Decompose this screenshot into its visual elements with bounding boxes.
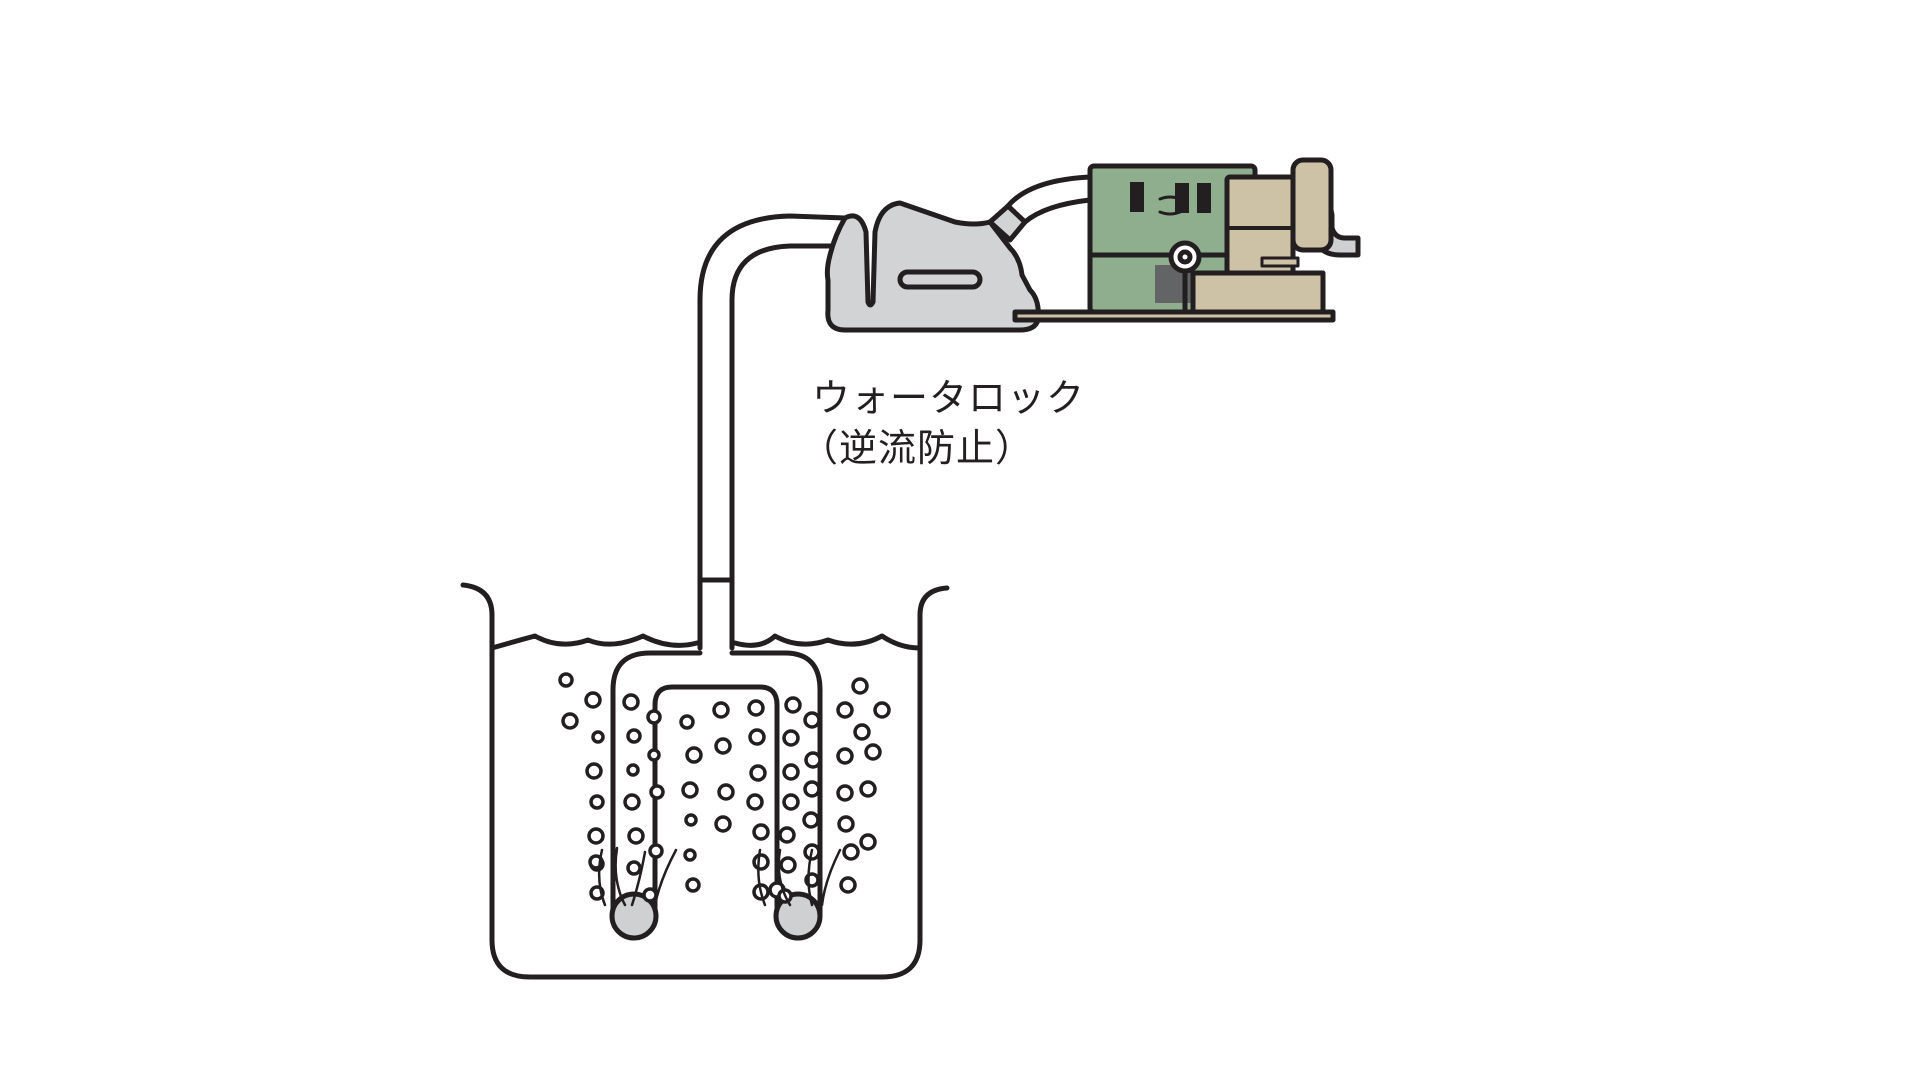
motor-base [1190,270,1326,315]
air-bubble [851,677,869,695]
bubble-stream [757,848,767,907]
air-bubble [587,827,605,845]
hose [1005,174,1093,225]
air-bubble [646,709,662,725]
air-bubble [778,826,796,844]
air-bubble [803,711,821,729]
air-bubble [853,723,871,741]
air-bubble [627,827,645,845]
air-bubble [626,728,642,744]
air-bubble [589,794,605,810]
air-bubble [584,691,602,709]
air-bubble [684,813,698,827]
air-bubble [591,730,605,744]
motor-end-cap [1290,157,1334,253]
air-bubble [623,793,641,811]
bubble-stream [807,848,814,907]
air-bubble [685,746,703,764]
air-bubble [752,823,770,841]
bubble-stream [653,848,678,907]
bubble-stream [820,848,842,907]
vent-icon [1130,182,1211,213]
bubble-stream [777,848,792,907]
air-bubble [859,833,877,851]
air-bubble [873,701,891,719]
water-surface [489,633,923,651]
air-bubble [714,815,732,833]
air-bubble [626,860,642,876]
air-bubble [626,763,640,777]
air-bubble [782,729,800,747]
air-bubble [683,848,697,862]
air-bubble [647,748,661,762]
air-bubble [836,747,854,765]
water-lock [824,200,1041,333]
air-bubble [642,887,658,903]
air-bubble [558,672,574,688]
air-bubble [714,737,732,755]
air-bubble [836,701,854,719]
air-bubble [561,712,579,730]
air-bubble [746,793,764,811]
bubble-stream [630,850,647,907]
air-bubble [784,696,802,714]
air-pipe [697,213,848,651]
water-lock-note: （逆流防止） [800,426,1035,470]
air-bubble [622,693,640,711]
air-bubble [864,743,882,761]
air-bubble [837,815,855,833]
bubble-stream [597,848,607,907]
air-bubble [779,856,797,874]
air-bubble [804,751,822,769]
air-bubble [747,699,765,717]
air-bubble [836,784,854,802]
bubble-stream [614,846,627,907]
air-bubble [685,877,701,893]
air-bubble [842,843,860,861]
valve-wheel-icon [1168,240,1202,315]
diffuser-head-left [609,891,659,941]
diffuser-tube [610,650,823,918]
tank [460,582,950,980]
air-bubble [681,781,699,799]
air-bubble [748,728,766,746]
diffuser-head-right [773,891,823,941]
air-bubble [803,780,821,798]
air-bubble [712,701,730,719]
water-lock-window [897,269,983,290]
air-bubble [649,784,665,800]
air-bubble [717,783,735,801]
air-bubble [859,780,877,798]
air-bubble [782,763,800,781]
air-bubble [749,764,767,782]
air-bubble [585,762,603,780]
air-bubble [752,853,770,871]
air-bubble [679,714,695,730]
air-bubble [839,876,857,894]
air-bubble [782,793,800,811]
air-bubble [648,843,664,859]
air-bubble [802,811,820,829]
water-lock-label: ウォータロック [812,376,1086,420]
